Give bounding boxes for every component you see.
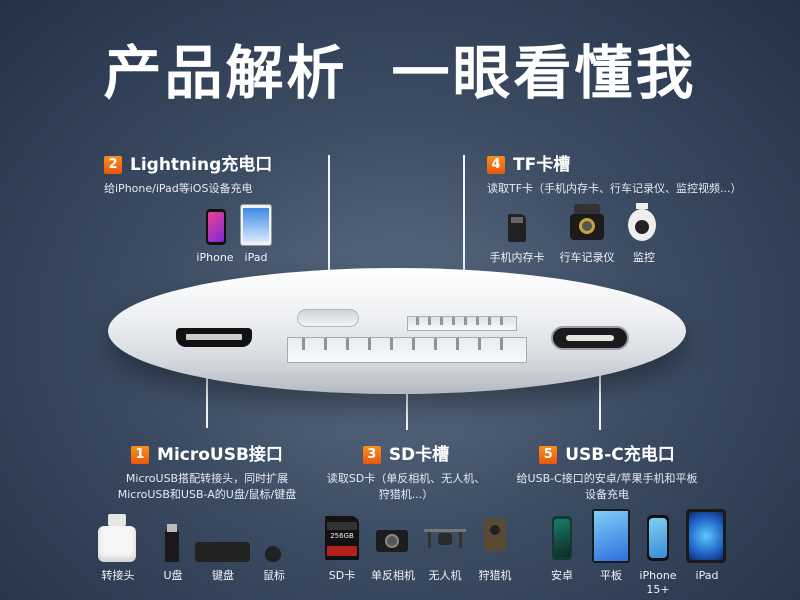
title-part-2: 一眼看懂我 (391, 39, 697, 107)
device-label-tablet: 平板 (600, 569, 622, 582)
feature-lightning: 2 Lightning充电口 给iPhone/iPad等iOS设备充电 (104, 150, 272, 197)
connector-line-sd (406, 364, 408, 430)
tablet-icon (592, 509, 630, 563)
sd-card-icon: 256GB (325, 516, 359, 560)
connector-line-usbc (599, 362, 601, 430)
device-label-ipad: iPad (244, 251, 268, 264)
android-phone-icon (552, 516, 572, 560)
sd-card-capacity: 256GB (330, 532, 354, 540)
feature-tf: 4 TF卡槽 读取TF卡（手机内存卡、行车记录仪、监控视频...） (487, 150, 742, 197)
device-label-android: 安卓 (551, 569, 573, 582)
dslr-camera-icon (376, 530, 408, 552)
feature-number-4: 4 (487, 156, 505, 174)
feature-title-microusb: MicroUSB接口 (157, 445, 283, 465)
connector-line-tf (463, 155, 465, 315)
feature-desc-sd-line1: 读取SD卡（单反相机、无人机、 (326, 472, 486, 485)
usbc-port-inner (566, 335, 614, 341)
keyboard-icon (195, 542, 250, 562)
trail-camera-icon (484, 519, 506, 551)
feature-title-usbc: USB-C充电口 (565, 445, 675, 465)
device-label-keyboard: 键盘 (212, 569, 234, 582)
microsd-card-icon (508, 214, 526, 242)
feature-desc-sd-line2: 狩猎机...） (378, 488, 434, 501)
sd-card-slot (287, 337, 527, 363)
device-label-iphone: iPhone (196, 251, 234, 264)
feature-sd: 3 SD卡槽 读取SD卡（单反相机、无人机、 狩猎机...） (316, 440, 496, 503)
ipad-icon (240, 204, 272, 246)
iphone-icon (206, 209, 226, 245)
title-part-1: 产品解析 (103, 39, 348, 107)
feature-title-tf: TF卡槽 (513, 155, 571, 175)
microusb-port-inner (186, 334, 242, 340)
feature-number-2: 2 (104, 156, 122, 174)
device-label-adapter: 转接头 (101, 569, 135, 582)
device-label-dslr: 单反相机 (371, 569, 415, 582)
device-label-dashcam: 行车记录仪 (559, 251, 615, 264)
device-label-ipad-usbc: iPad (695, 569, 719, 582)
otg-adapter-icon (98, 514, 136, 562)
feature-number-5: 5 (539, 446, 558, 464)
ipad-usbc-icon (686, 509, 726, 563)
mouse-icon (265, 546, 281, 562)
feature-desc-lightning: 给iPhone/iPad等iOS设备充电 (104, 182, 253, 195)
page-title: 产品解析一眼看懂我 (0, 26, 800, 110)
feature-desc-usbc-line2: 设备充电 (585, 488, 629, 501)
lightning-port (297, 309, 359, 327)
usb-drive-icon (165, 524, 179, 562)
feature-title-lightning: Lightning充电口 (130, 155, 273, 175)
connector-line-microusb (206, 360, 208, 428)
device-label-phone-card: 手机内存卡 (489, 251, 545, 264)
feature-number-1: 1 (131, 446, 150, 464)
feature-usbc: 5 USB-C充电口 给USB-C接口的安卓/苹果手机和平板 设备充电 (502, 440, 712, 503)
dashcam-icon (570, 204, 604, 242)
device-label-iphone15: iPhone 15+ (639, 569, 677, 596)
iphone15-icon (647, 515, 669, 561)
feature-desc-usbc-line1: 给USB-C接口的安卓/苹果手机和平板 (516, 472, 698, 485)
connector-line-lightning (328, 155, 330, 305)
device-label-sd-card: SD卡 (328, 569, 356, 582)
device-label-trail-camera: 狩猎机 (478, 569, 512, 582)
device-label-surveillance: 监控 (633, 251, 655, 264)
feature-number-3: 3 (362, 446, 381, 464)
drone-icon (424, 527, 466, 553)
feature-title-sd: SD卡槽 (388, 445, 450, 465)
feature-microusb: 1 MicroUSB接口 MicroUSB搭配转接头，同时扩展 MicroUSB和… (84, 440, 330, 503)
device-label-mouse: 鼠标 (263, 569, 285, 582)
surveillance-camera-icon (628, 203, 656, 243)
device-label-usb-drive: U盘 (163, 569, 183, 582)
device-label-drone: 无人机 (428, 569, 462, 582)
tf-card-slot (407, 316, 517, 331)
feature-desc-microusb-line1: MicroUSB搭配转接头，同时扩展 (125, 472, 289, 485)
feature-desc-tf: 读取TF卡（手机内存卡、行车记录仪、监控视频...） (487, 182, 742, 195)
feature-desc-microusb-line2: MicroUSB和USB-A的U盘/鼠标/键盘 (117, 488, 297, 501)
